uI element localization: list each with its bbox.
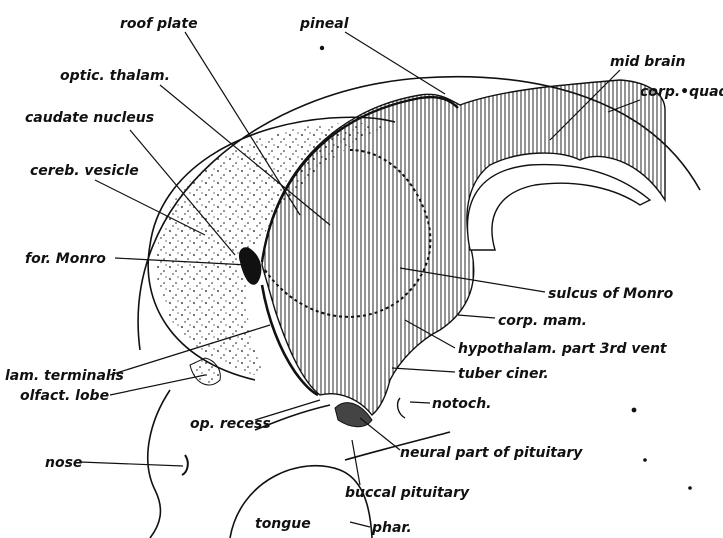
leader-neural-pituitary — [360, 418, 400, 450]
leader-phar — [350, 522, 370, 527]
label-cereb-vesicle: cereb. vesicle — [30, 163, 139, 179]
leader-notoch — [410, 402, 430, 403]
label-optic-thalam: optic. thalam. — [60, 68, 170, 84]
label-notoch: notoch. — [432, 396, 491, 412]
label-corp-mam: corp. mam. — [498, 313, 587, 329]
notochord-shape — [398, 398, 405, 418]
label-neural-part-pituitary: neural part of pituitary — [400, 445, 583, 461]
leader-olfact-lobe — [110, 375, 205, 395]
label-hypothalam-part: hypothalam. part 3rd vent — [458, 341, 668, 357]
stray-dot — [632, 408, 637, 413]
label-buccal-pituitary: buccal pituitary — [345, 485, 470, 501]
nose-mark — [182, 455, 188, 475]
label-tuber-ciner: tuber ciner. — [458, 366, 549, 382]
stray-dot — [643, 458, 647, 462]
label-mid-brain: mid brain — [610, 54, 685, 70]
leader-corp-mam — [458, 315, 495, 318]
face-outline — [148, 390, 170, 538]
label-tongue: tongue — [255, 516, 311, 532]
label-op-recess: op. recess — [190, 416, 271, 432]
leader-pineal — [345, 32, 445, 94]
label-pineal: pineal — [299, 16, 349, 32]
olfactory-lobe — [190, 358, 220, 385]
label-corp-quad: corp.•quad. — [640, 84, 723, 100]
mid-brain-cavity — [468, 165, 651, 250]
leader-tuber-ciner — [392, 368, 455, 372]
label-roof-plate: roof plate — [120, 16, 198, 32]
stray-dot — [320, 46, 324, 50]
label-olfact-lobe: olfact. lobe — [20, 388, 109, 404]
leader-nose — [80, 462, 183, 466]
stray-dot — [688, 486, 692, 490]
label-sulcus-of-monro: sulcus of Monro — [548, 286, 674, 302]
label-phar: phar. — [371, 520, 412, 536]
label-caudate-nucleus: caudate nucleus — [25, 110, 154, 126]
label-lam-terminalis: lam. terminalis — [5, 368, 124, 384]
label-nose: nose — [45, 455, 82, 471]
label-for-monro: for. Monro — [25, 251, 106, 267]
